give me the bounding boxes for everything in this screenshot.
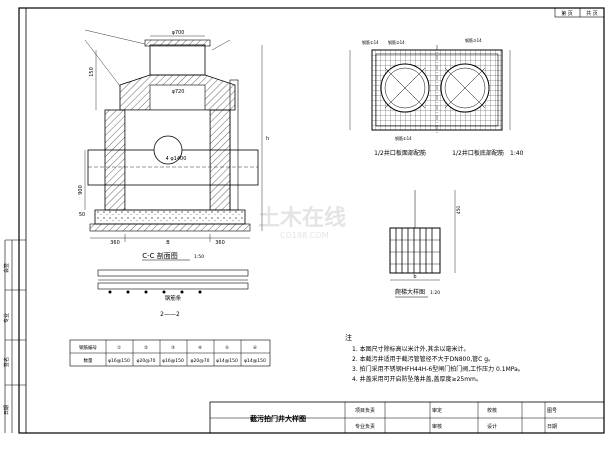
table-cell: φ14@150 <box>216 358 238 364</box>
well-neck <box>149 44 206 76</box>
watermark: 土木在线 CO188.COM <box>258 205 346 240</box>
dim-b: b <box>413 274 416 280</box>
pipe-opening <box>153 135 183 165</box>
title-cell: 日期 <box>547 424 557 430</box>
dim-B: B <box>166 240 170 246</box>
title-cell: 审定 <box>432 407 442 414</box>
left-strip-label: 会签 <box>3 263 10 273</box>
base-slab <box>94 209 246 225</box>
title-cell: 设计 <box>487 423 497 430</box>
ladder-scale: 1:20 <box>430 290 440 296</box>
title-cell: 专业负责 <box>355 423 375 430</box>
rebar-strip-section: 2——2 <box>160 311 180 318</box>
table-cell: φ14@150 <box>244 358 266 364</box>
note-line: 1. 本图尺寸除标高以米计外,其余以毫米计。 <box>352 345 470 353</box>
section-cc-title: C-C 剖面图 <box>142 251 178 260</box>
rebar-strip-view: 钢筋条 2——2 <box>97 269 249 318</box>
dim-360a: 360 <box>110 240 120 246</box>
table-header-cell: ⑤ <box>225 345 229 351</box>
note-line: 2. 本截污井适用于截污管管径不大于DN800,管C g。 <box>352 355 494 363</box>
watermark-main: 土木在线 <box>258 205 346 231</box>
ladder-detail-view: 450 b 爬梯大样图 1:20 <box>389 190 462 298</box>
plan-title-right: 1/2井口板底部配筋 <box>452 149 504 157</box>
table-header-cell: ① <box>117 345 121 351</box>
note-line: 4. 井盖采用可开启防坠落井盖,盖厚度≥25mm。 <box>352 375 482 383</box>
plan-scale: 1:40 <box>510 150 524 157</box>
page-number: 第 页 <box>561 10 573 17</box>
left-strip: 会签 专业 签名 日期 <box>3 239 26 433</box>
title-cell: 项目负责 <box>355 407 375 414</box>
table-cell: φ20@70 <box>191 358 210 364</box>
page-counter: 第 页 共 页 <box>554 7 605 18</box>
plan-title-left: 1/2井口板面部配筋 <box>374 149 426 157</box>
table-header-cell: ④ <box>198 345 202 351</box>
well-wall-left <box>104 109 126 211</box>
table-cell: 数量 <box>84 357 93 364</box>
table-header-cell: ② <box>144 345 148 351</box>
table-header-cell: 钢筋编号 <box>79 344 97 351</box>
section-cc-scale: 1:50 <box>194 254 204 260</box>
dim-d1400: 4 φ1400 <box>166 156 187 162</box>
bar-label: 钢筋①14 <box>362 39 379 45</box>
plan-rebar-view: 钢筋①14 钢筋②14 钢筋③14 钢筋①14 1/2井口板面部配筋 1/2井口… <box>349 37 524 157</box>
table-cell: φ16@150 <box>108 358 130 364</box>
title-cell: 图号 <box>547 408 557 414</box>
notes-block: 注 1. 本图尺寸除标高以米计外,其余以毫米计。 2. 本截污井适用于截污管管径… <box>345 333 524 383</box>
table-header-cell: ③ <box>171 345 175 351</box>
section-cc-view: φ700 φ720 4 φ1400 150 900 50 h 360 B 360… <box>78 29 269 261</box>
left-strip-label: 专业 <box>3 313 10 323</box>
dim-d720: φ720 <box>172 89 185 95</box>
note-line: 3. 拍门采用不锈钢HFH44H-6型闸门拍门阀,工作压力 0.1MPa。 <box>352 365 524 373</box>
title-cell: 审核 <box>432 423 442 430</box>
dim-360b: 360 <box>215 240 225 246</box>
rebar-table: 钢筋编号 ① ② ③ ④ ⑤ ⑥ 数量 φ16@150 φ20@70 φ16@1… <box>69 339 271 367</box>
bar-label: 钢筋②14 <box>388 39 405 45</box>
left-strip-label: 签名 <box>3 357 10 367</box>
title-block: 截污拍门井大样图 项目负责 专业负责 审定 审核 校核 设计 图号 日期 <box>209 401 605 434</box>
section-dimensions: φ700 φ720 4 φ1400 150 900 50 h 360 B 360 <box>78 30 269 246</box>
table-header-cell: ⑥ <box>253 345 257 351</box>
dim-150: 150 <box>89 67 95 77</box>
well-wall-right <box>209 109 231 211</box>
dim-50: 50 <box>79 212 85 218</box>
dim-900: 900 <box>78 185 84 195</box>
bar-label: 钢筋①14 <box>395 135 412 141</box>
title-cell: 校核 <box>487 407 497 414</box>
plan-bar-labels: 钢筋①14 钢筋②14 钢筋③14 钢筋①14 <box>362 37 482 141</box>
dim-h: h <box>266 136 269 142</box>
drawing-title: 截污拍门井大样图 <box>250 414 306 423</box>
notes-heading: 注 <box>345 333 352 342</box>
page-total: 共 页 <box>586 10 598 17</box>
dim-d700: φ700 <box>172 30 185 36</box>
bar-label: 钢筋③14 <box>465 37 482 43</box>
dim-450: 450 <box>456 206 462 215</box>
rebar-strip-title: 钢筋条 <box>165 294 182 302</box>
table-cell: φ20@70 <box>137 358 156 364</box>
left-strip-label: 日期 <box>4 405 10 415</box>
watermark-sub: CO188.COM <box>280 231 329 240</box>
table-cell: φ16@150 <box>162 358 184 364</box>
ladder-title: 爬梯大样图 <box>395 288 425 296</box>
